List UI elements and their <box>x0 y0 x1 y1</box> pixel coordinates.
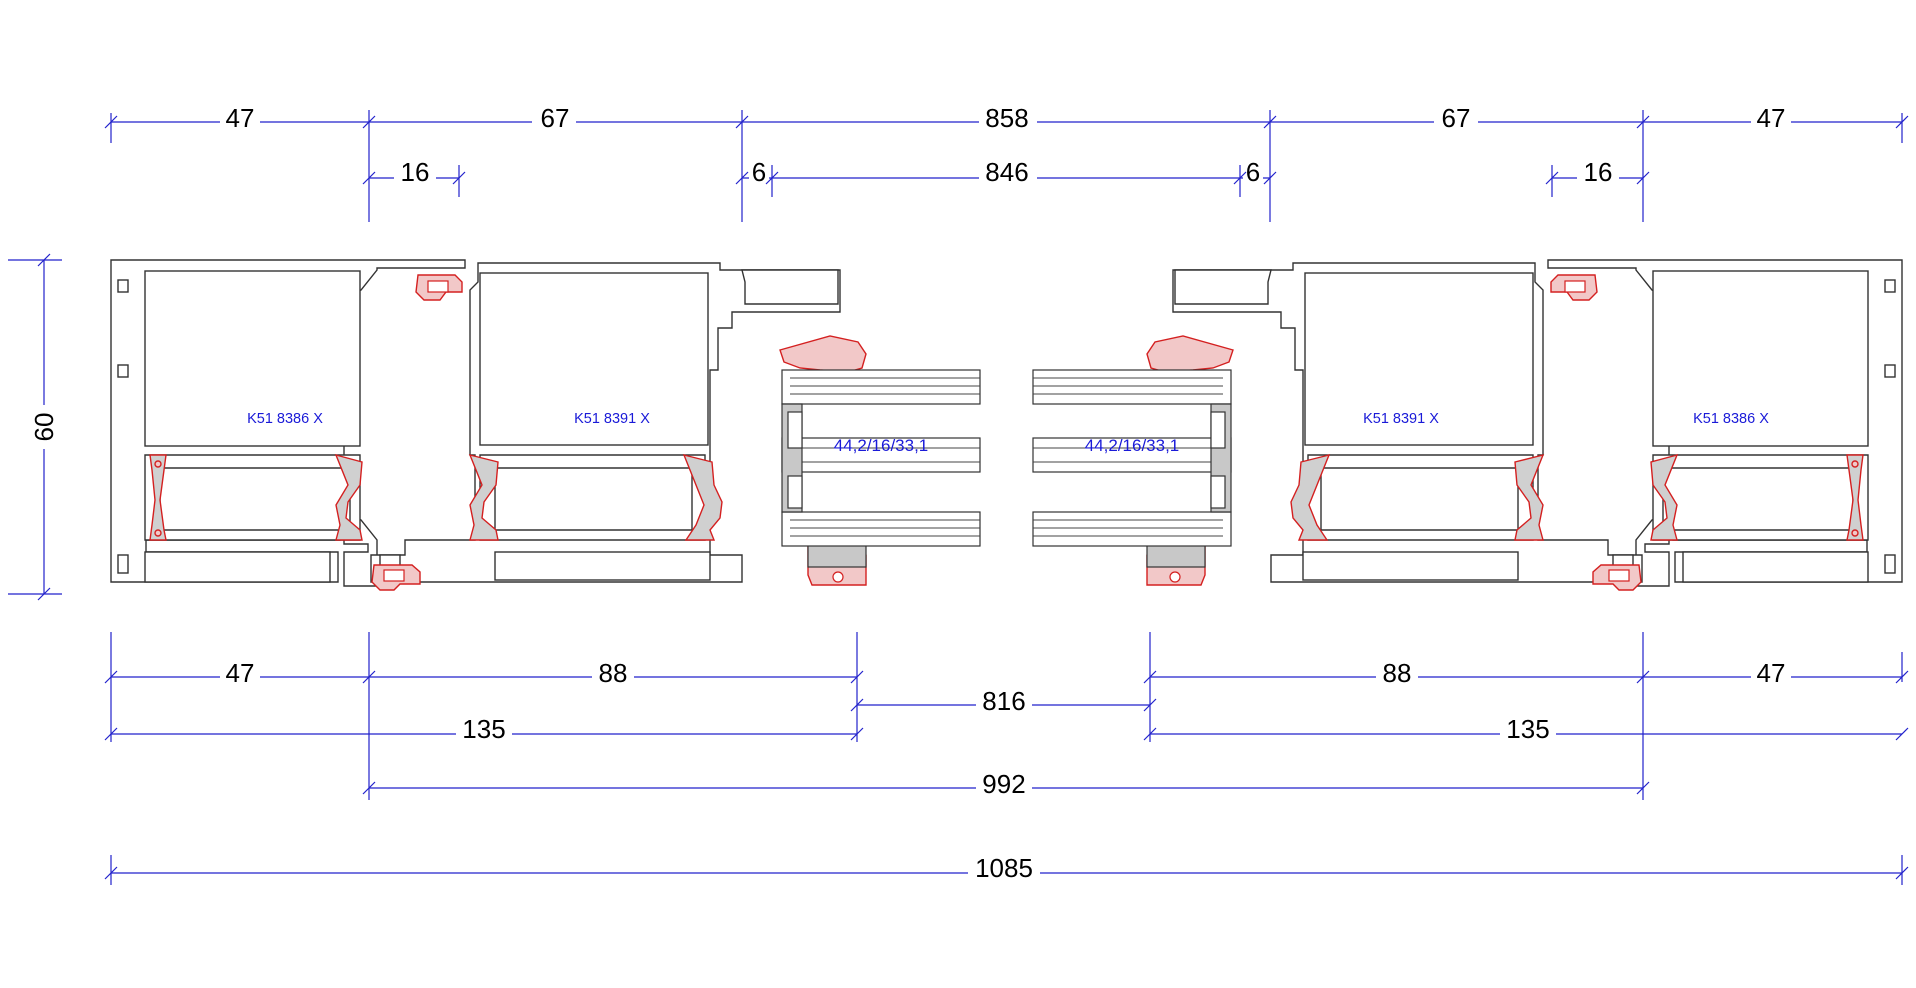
left-assembly: K51 8386 X K51 8391 X <box>110 259 981 591</box>
dim-6-right: 6 <box>1246 157 1260 187</box>
dim-top-47-left: 47 <box>226 103 255 133</box>
right-sash-chamber <box>1304 272 1534 446</box>
left-sash-profile: K51 8391 X <box>370 262 841 583</box>
left-sash-label: K51 8391 X <box>574 411 650 427</box>
right-outer-chamber <box>1652 270 1869 447</box>
right-glass-unit <box>1032 369 1232 547</box>
dim-135-left: 135 <box>462 714 505 744</box>
dim-bottom-47-left: 47 <box>226 658 255 688</box>
left-outer-label: K51 8386 X <box>247 411 323 427</box>
right-sash-profile <box>1172 262 1643 583</box>
right-glass-label: 44,2/16/33,1 <box>1085 436 1180 455</box>
dim-bottom-47-right: 47 <box>1757 658 1786 688</box>
left-outer-chamber <box>144 270 361 447</box>
dim-bottom-88-right: 88 <box>1383 658 1412 688</box>
dim-846: 846 <box>985 157 1028 187</box>
dim-1085: 1085 <box>975 853 1033 883</box>
left-glass-unit: 44,2/16/33,1 <box>781 369 981 547</box>
dim-992: 992 <box>982 769 1025 799</box>
right-outer-label: K51 8386 X <box>1693 411 1769 427</box>
dim-bottom-88-left: 88 <box>599 658 628 688</box>
dim-top-47-right: 47 <box>1757 103 1786 133</box>
left-outer-thermal <box>149 453 363 541</box>
dim-16-left: 16 <box>401 157 430 187</box>
dim-16-right: 16 <box>1584 157 1613 187</box>
dim-135-right: 135 <box>1506 714 1549 744</box>
dim-top-67-right: 67 <box>1442 103 1471 133</box>
dim-6-left: 6 <box>752 157 766 187</box>
right-outer-thermal <box>1650 453 1864 541</box>
right-sash-label: K51 8391 X <box>1363 411 1439 427</box>
right-sash-thermal <box>1290 453 1545 541</box>
right-gaskets <box>1146 274 1642 591</box>
dim-ticks <box>37 115 1909 880</box>
dim-top-858: 858 <box>985 103 1028 133</box>
left-glass-label: 44,2/16/33,1 <box>834 436 929 455</box>
right-outer-profile <box>1547 259 1903 587</box>
dim-top-67-left: 67 <box>541 103 570 133</box>
left-sash-chamber <box>479 272 709 446</box>
right-assembly <box>1032 259 1903 591</box>
left-sash-thermal <box>468 453 723 541</box>
dim-816: 816 <box>982 686 1025 716</box>
dim-height-60: 60 <box>29 413 59 442</box>
dimensions: 47 67 858 67 47 16 6 846 6 16 60 <box>8 103 1909 885</box>
left-outer-profile: K51 8386 X <box>110 259 466 587</box>
